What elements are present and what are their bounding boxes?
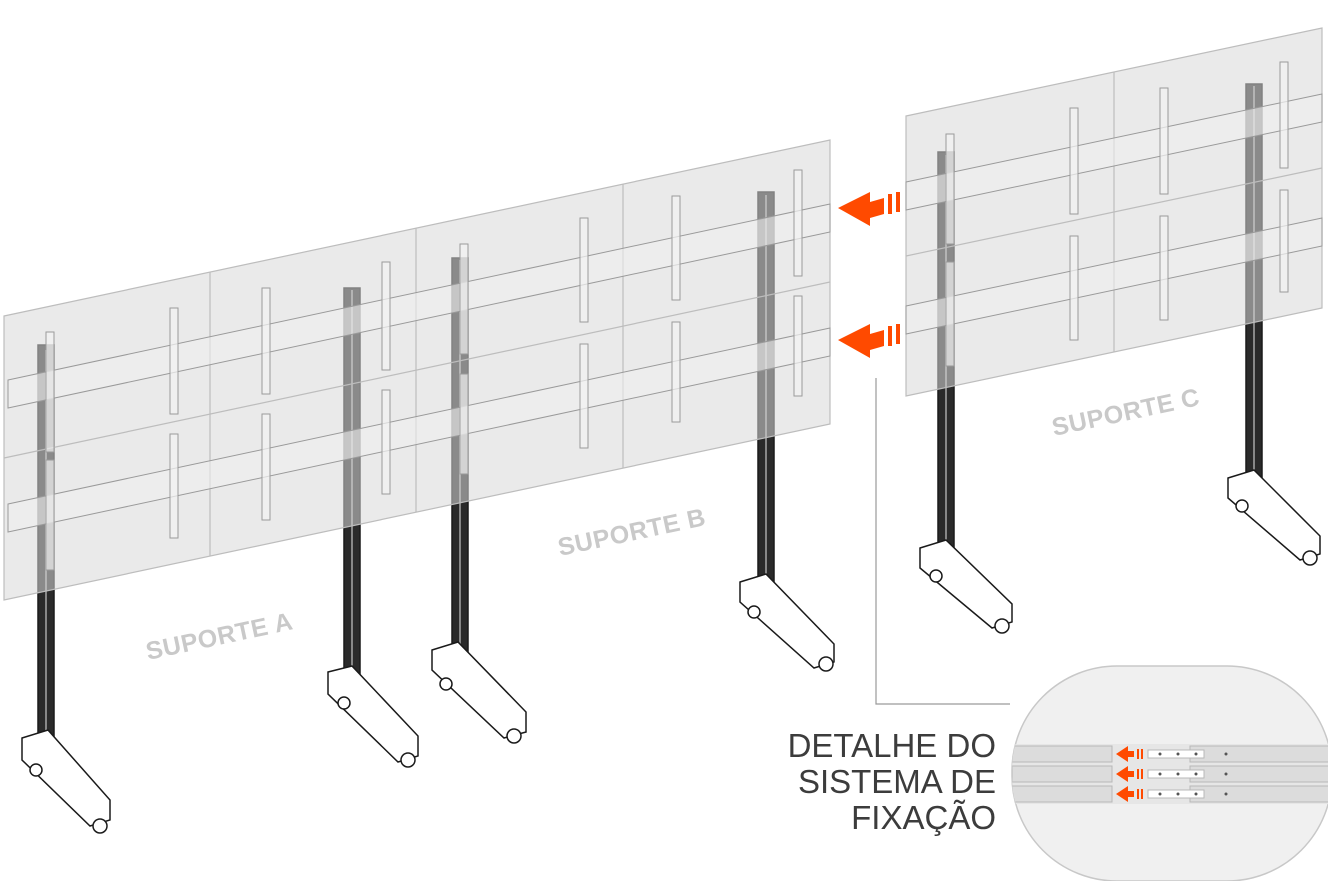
connection-arrows — [838, 192, 900, 358]
arrow-left-icon — [838, 192, 900, 226]
detail-caption-line-2: SISTEMA DE — [797, 763, 996, 800]
fixation-detail-callout — [1011, 665, 1328, 881]
label-support-a: SUPORTE A — [143, 607, 295, 665]
panel-wall-c — [905, 27, 1323, 397]
detail-leader-line — [875, 378, 1010, 705]
arrow-left-icon — [1116, 786, 1143, 802]
arrow-left-icon — [1116, 766, 1143, 782]
detail-caption-line-3: FIXAÇÃO — [851, 799, 996, 836]
label-support-b: SUPORTE B — [555, 503, 708, 562]
arrow-left-icon — [1116, 746, 1143, 762]
panel-wall-ab — [3, 139, 831, 601]
label-support-c: SUPORTE C — [1049, 383, 1202, 442]
arrow-left-icon — [838, 324, 900, 358]
detail-caption-line-1: DETALHE DO — [787, 727, 996, 764]
detail-caption: DETALHE DO SISTEMA DE FIXAÇÃO — [760, 728, 996, 836]
